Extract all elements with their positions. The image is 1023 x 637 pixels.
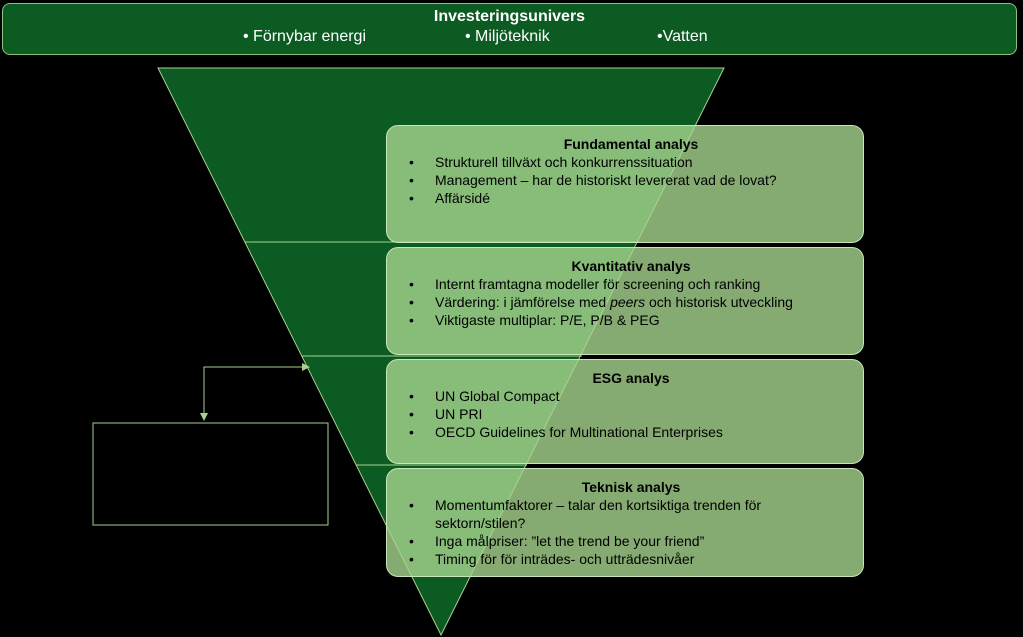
bullet-item: Viktigaste multiplar: P/E, P/B & PEG [409, 311, 853, 329]
bullet-text: Strukturell tillväxt och konkurrenssitua… [435, 154, 693, 170]
bullet-list: Strukturell tillväxt och konkurrenssitua… [409, 153, 853, 207]
bullet-text: OECD Guidelines for Multinational Enterp… [435, 424, 723, 440]
feedback-arrow-right [302, 363, 310, 371]
bullet-list: UN Global Compact UN PRI OECD Guidelines… [409, 387, 853, 441]
bullet-item: Timing för för inträdes- och utträdesniv… [409, 550, 853, 568]
bullet-text: Timing för för inträdes- och utträdesniv… [435, 551, 695, 567]
bullet-text: Viktigaste multiplar: P/E, P/B & PEG [435, 312, 660, 328]
feedback-box [92, 422, 329, 526]
bullet-item: UN PRI [409, 405, 853, 423]
bullet-item: Inga målpriser: ”let the trend be your f… [409, 532, 853, 550]
banner-item-environmental-tech: • Miljöteknik [465, 28, 550, 45]
bullet-text: Affärsidé [435, 190, 490, 206]
stage-title: Kvantitativ analys [571, 258, 691, 274]
bullet-text: UN Global Compact [435, 388, 560, 404]
bullet-text: Internt framtagna modeller för screening… [435, 276, 761, 292]
bullet-item: Momentumfaktorer – talar den kortsiktiga… [409, 496, 853, 532]
bullet-text: och historisk utveckling [645, 294, 793, 310]
feedback-arrow-down [200, 413, 208, 421]
bullet-item: Management – har de historiskt levererat… [409, 171, 853, 189]
bullet-list: Momentumfaktorer – talar den kortsiktiga… [409, 496, 853, 568]
stage-title: Teknisk analys [581, 479, 681, 495]
bullet-text: Inga målpriser: ”let the trend be your f… [435, 533, 705, 549]
bullet-item: UN Global Compact [409, 387, 853, 405]
bullet-text: Momentumfaktorer – talar den kortsiktiga… [435, 497, 762, 531]
stage-box-fundamental: Fundamental analys Strukturell tillväxt … [386, 125, 864, 243]
bullet-list: Internt framtagna modeller för screening… [409, 275, 853, 329]
stage-box-technical: Teknisk analys Momentumfaktorer – talar … [386, 468, 864, 577]
stage-title: ESG analys [592, 370, 670, 386]
bullet-text: Management – har de historiskt levererat… [435, 172, 777, 188]
bullet-item: Strukturell tillväxt och konkurrenssitua… [409, 153, 853, 171]
bullet-item: Internt framtagna modeller för screening… [409, 275, 853, 293]
feedback-connector [203, 366, 302, 419]
bullet-item: OECD Guidelines for Multinational Enterp… [409, 423, 853, 441]
banner-item-water: •Vatten [657, 28, 708, 45]
bullet-text: Värdering: i jämförelse med [435, 294, 611, 310]
stage-box-quantitative: Kvantitativ analys Internt framtagna mod… [386, 247, 864, 355]
investment-universe-banner: Investeringsunivers • Förnybar energi • … [2, 3, 1017, 55]
banner-title: Investeringsunivers [433, 8, 586, 25]
stage-title: Fundamental analys [563, 136, 699, 152]
bullet-text-italic: peers [610, 294, 646, 310]
bullet-item: Affärsidé [409, 189, 853, 207]
bullet-text: UN PRI [435, 406, 483, 422]
stage-box-esg: ESG analys UN Global Compact UN PRI OECD… [386, 359, 864, 464]
bullet-item: Värdering: i jämförelse med peers och hi… [409, 293, 853, 311]
banner-item-renewable-energy: • Förnybar energi [243, 28, 366, 45]
